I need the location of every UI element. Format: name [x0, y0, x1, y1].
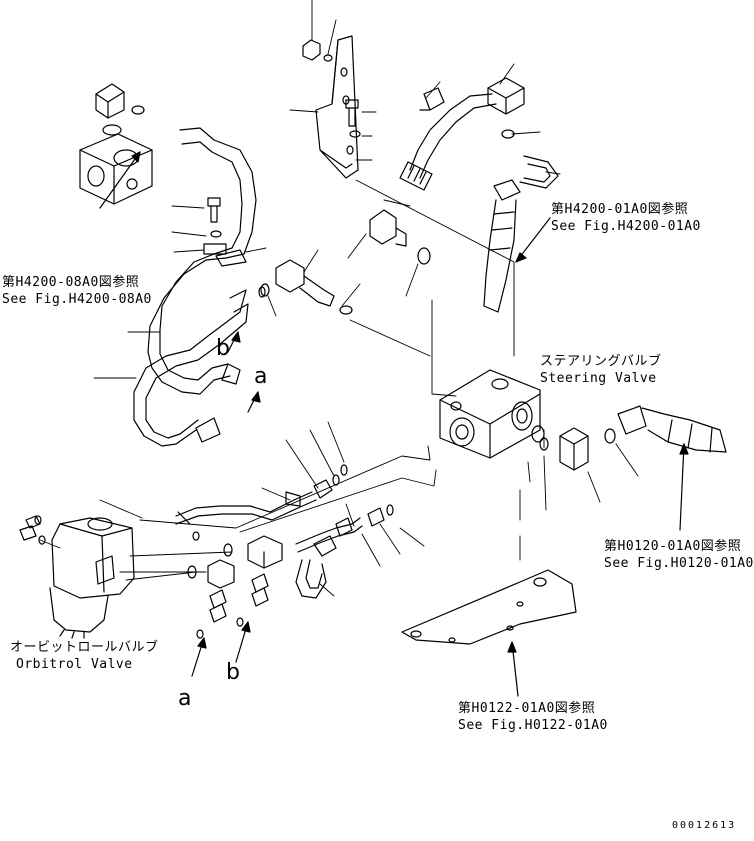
ref-h0120-01a0-en: See Fig.H0120-01A0	[604, 556, 754, 571]
center-check-valve	[369, 209, 431, 265]
lower-pipe-upper	[175, 464, 348, 525]
marker-a-upper: a	[254, 364, 268, 389]
ref-h4200-08a0-jp: 第H4200-08A0図参照	[2, 275, 140, 290]
upper-elbow-fitting	[409, 77, 525, 179]
lower-pipe-lower	[295, 504, 394, 553]
lower-clamp	[295, 535, 337, 599]
ref-h0122-01a0-jp: 第H0122-01A0図参照	[458, 701, 596, 716]
steering-valve-label-en: Steering Valve	[540, 371, 657, 386]
vertical-hose-right	[483, 179, 521, 313]
u-bolt	[501, 129, 559, 189]
top-bracket	[315, 35, 359, 179]
upper-hose-end	[399, 161, 433, 191]
steering-valve-body	[439, 369, 549, 459]
steering-valve-label-jp: ステアリングバルブ	[540, 354, 662, 369]
orbitrol-valve-body	[19, 515, 135, 639]
lower-tee-fittings	[187, 535, 283, 623]
marker-b-upper: b	[216, 336, 230, 361]
bottom-plate	[401, 569, 577, 645]
orbitrol-valve-label-jp: オービットロールバルブ	[10, 640, 159, 655]
marker-b-lower: b	[226, 660, 240, 685]
right-lower-hose	[617, 405, 727, 453]
middle-tee-fitting	[260, 259, 353, 315]
left-elbow-fitting	[95, 83, 145, 136]
ref-h0120-01a0-jp: 第H0120-01A0図参照	[604, 539, 742, 554]
orbitrol-valve-label-en: Orbitrol Valve	[16, 657, 133, 672]
left-bolt	[203, 197, 227, 255]
top-nut	[302, 39, 333, 62]
top-bolt	[345, 99, 361, 138]
ref-h0122-01a0-en: See Fig.H0122-01A0	[458, 718, 608, 733]
left-hose-assembly	[133, 127, 257, 447]
ref-h4200-01a0-jp: 第H4200-01A0図参照	[551, 202, 689, 217]
ref-h4200-01a0-en: See Fig.H4200-01A0	[551, 219, 701, 234]
marker-a-lower: a	[178, 686, 192, 711]
drawing-code: 00012613	[672, 820, 737, 831]
ref-h4200-08a0-en: See Fig.H4200-08A0	[2, 292, 152, 307]
ref-arrows[interactable]	[99, 151, 689, 697]
left-valve-block	[79, 133, 153, 205]
leader-lines	[39, 0, 639, 597]
steering-elbow-fitting	[559, 427, 616, 471]
o-rings	[192, 286, 266, 639]
